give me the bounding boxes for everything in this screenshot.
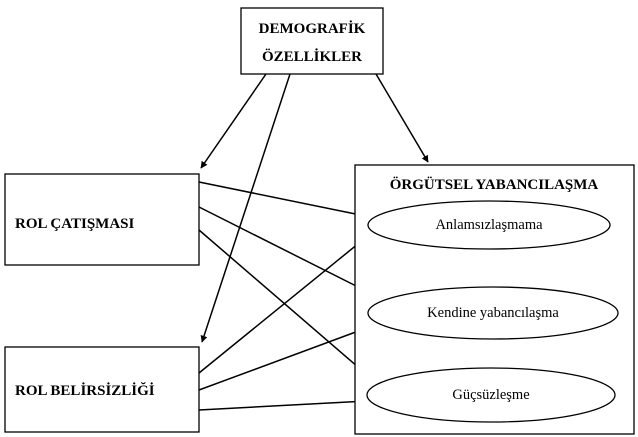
role-conflict-box: ROL ÇATIŞMASI [4, 173, 200, 266]
arrow-role-conflict-to-meaninglessness [198, 181, 381, 222]
dimension-self-estrangement-label: Kendine yabancılaşma [427, 305, 559, 321]
arrow-role-ambiguity-to-powerlessness [198, 397, 368, 411]
arrow-demographics-to-role-conflict [200, 73, 267, 169]
dimension-meaninglessness-label: Anlamsızlaşmama [435, 217, 543, 233]
arrow-role-conflict-to-self-estrangement [198, 206, 381, 299]
role-ambiguity-label: ROL BELİRSİZLİĞİ [15, 382, 155, 399]
role-conflict-label: ROL ÇATIŞMASI [15, 216, 134, 232]
arrow-role-ambiguity-to-self-estrangement [198, 321, 381, 391]
dimension-meaninglessness: Anlamsızlaşmama [367, 200, 611, 250]
arrows-group [198, 73, 429, 411]
dimension-powerlessness: Güçsüzleşme [366, 367, 616, 423]
dimension-powerlessness-label: Güçsüzleşme [452, 387, 529, 403]
arrow-demographics-to-alienation [375, 73, 429, 163]
dimension-self-estrangement: Kendine yabancılaşma [367, 286, 619, 340]
arrow-demographics-to-role-ambiguity [200, 73, 291, 343]
organizational-alienation-box: ÖRGÜTSEL YABANCILAŞMA Anlamsızlaşmama Ke… [354, 164, 635, 435]
organizational-alienation-title: ÖRGÜTSEL YABANCILAŞMA [390, 176, 599, 193]
demographics-label-line1: DEMOGRAFİK [259, 20, 366, 37]
demographics-box: DEMOGRAFİK ÖZELLİKLER [240, 7, 384, 75]
role-ambiguity-box: ROL BELİRSİZLİĞİ [4, 346, 200, 433]
arrow-role-ambiguity-to-meaninglessness [198, 225, 381, 374]
arrow-role-conflict-to-powerlessness [198, 229, 381, 387]
demographics-label-line2: ÖZELLİKLER [262, 48, 362, 65]
